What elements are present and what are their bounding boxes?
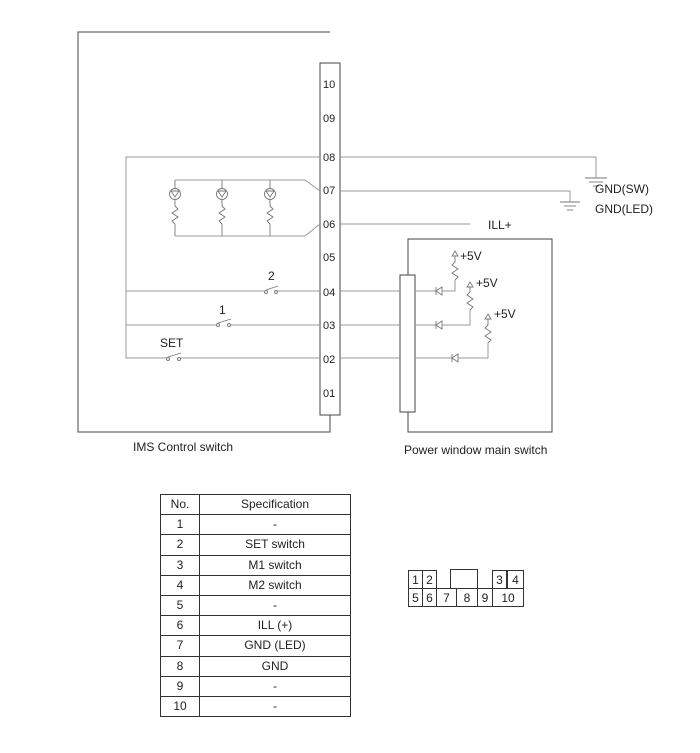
table-row: 5- xyxy=(160,594,351,617)
row-spec: SET switch xyxy=(199,534,351,556)
pw-diode-2-icon xyxy=(435,320,443,330)
switch-2-icon xyxy=(264,285,279,294)
pin-07-label: 07 xyxy=(323,185,335,197)
pin-05-label: 05 xyxy=(323,252,335,264)
pw-v2-label: +5V xyxy=(476,276,498,290)
connector-key-notch xyxy=(450,569,478,589)
switch-2-label: 2 xyxy=(268,269,275,283)
wiring-diagram: 10 09 08 07 06 05 04 03 02 01 GND(SW) GN… xyxy=(77,31,653,457)
row-spec: M2 switch xyxy=(199,574,351,596)
ims-connector xyxy=(319,62,341,416)
pin-06-label: 06 xyxy=(323,219,335,231)
pin-10-label: 10 xyxy=(323,79,335,91)
pin-08-label: 08 xyxy=(323,152,335,164)
gnd-sw-wire xyxy=(340,156,597,178)
pw-diode-1-icon xyxy=(435,286,443,296)
common-rail-wire xyxy=(125,156,320,358)
pin-02-label: 02 xyxy=(323,354,335,366)
row-spec: M1 switch xyxy=(199,554,351,576)
row-no: 10 xyxy=(160,695,200,718)
led-3-icon xyxy=(264,180,276,236)
row-spec: GND xyxy=(199,655,351,677)
row-no: 1 xyxy=(160,514,200,536)
gnd-led-ground-icon xyxy=(560,201,580,211)
led-1-icon xyxy=(169,180,181,236)
pin-03-label: 03 xyxy=(323,320,335,332)
connector-pin-2: 2 xyxy=(422,570,437,589)
connector-pin-4: 4 xyxy=(507,570,524,589)
pw-c2-wire-b xyxy=(442,310,471,326)
connector-pin-10: 10 xyxy=(492,588,524,607)
switch-1-icon xyxy=(216,318,232,327)
row-spec: GND (LED) xyxy=(199,635,351,657)
connector-pin-1: 1 xyxy=(408,570,423,589)
connector-face-view: 1 2 3 4 5 6 7 8 9 10 xyxy=(408,569,530,610)
gnd-sw-ground-icon xyxy=(585,177,607,187)
row-no: 7 xyxy=(160,635,200,657)
row-no: 3 xyxy=(160,554,200,576)
row-spec: - xyxy=(199,695,351,718)
row-spec: ILL (+) xyxy=(199,615,351,637)
switch-set-label: SET xyxy=(160,336,184,350)
row-spec: - xyxy=(199,675,351,697)
led-network-bottom-wire xyxy=(175,223,321,237)
row-no: 8 xyxy=(160,655,200,677)
pin-09-label: 09 xyxy=(323,113,335,125)
led-network-top-wire xyxy=(175,179,321,192)
row-no: 9 xyxy=(160,675,200,697)
gnd-sw-label: GND(SW) xyxy=(595,182,649,196)
row-spec: - xyxy=(199,514,351,536)
row-no: 4 xyxy=(160,574,200,596)
pin-01-label: 01 xyxy=(323,388,335,400)
table-row: 9- xyxy=(160,675,351,697)
connector-pin-8: 8 xyxy=(456,588,478,607)
gnd-led-label: GND(LED) xyxy=(595,202,653,216)
pw-resistor-2-icon xyxy=(466,281,474,311)
pw-c3-wire-b xyxy=(458,343,489,359)
ill-label: ILL+ xyxy=(488,218,512,232)
power-window-switch-outline xyxy=(407,238,553,433)
ims-switch-outline xyxy=(77,31,331,433)
connector-pin-6: 6 xyxy=(422,588,437,607)
header-no: No. xyxy=(160,493,200,516)
pw-v1-label: +5V xyxy=(460,249,482,263)
pw-resistor-1-icon xyxy=(451,250,459,281)
connector-pin-5: 5 xyxy=(408,588,423,607)
power-window-switch-caption: Power window main switch xyxy=(404,443,547,457)
pw-v3-label: +5V xyxy=(494,307,516,321)
row-no: 2 xyxy=(160,534,200,556)
pw-c1-wire-b xyxy=(442,280,456,292)
led-2-icon xyxy=(216,180,228,236)
ims-switch-caption: IMS Control switch xyxy=(133,440,233,454)
table-header-row: No. Specification xyxy=(160,493,351,516)
connector-pin-3: 3 xyxy=(492,570,507,589)
switch-1-label: 1 xyxy=(219,303,226,317)
switch-set-icon xyxy=(166,352,182,361)
header-specification: Specification xyxy=(199,493,351,516)
row-no: 5 xyxy=(160,594,200,617)
power-window-connector xyxy=(399,274,416,413)
pw-diode-3-icon xyxy=(451,353,459,363)
pin-04-label: 04 xyxy=(323,287,335,299)
row-spec: - xyxy=(199,594,351,617)
connector-pin-9: 9 xyxy=(477,588,493,607)
gnd-led-wire xyxy=(340,190,571,202)
table-row: 1- xyxy=(160,514,351,536)
pw-resistor-3-icon xyxy=(484,313,492,344)
table-row: 10- xyxy=(160,695,351,718)
connector-pin-7: 7 xyxy=(436,588,457,607)
row-no: 6 xyxy=(160,615,200,637)
